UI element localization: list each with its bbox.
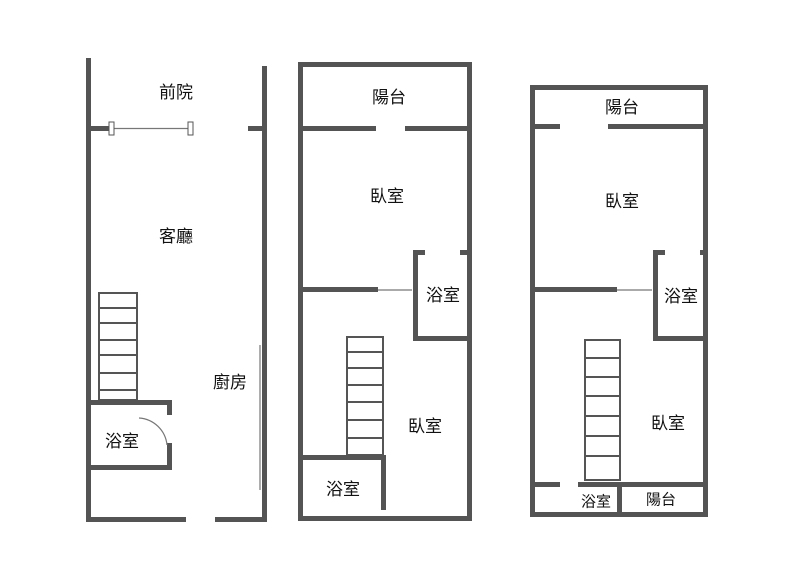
room-label-front-yard: 前院 (159, 83, 193, 103)
room-label-bathroom-mid: 浴室 (664, 287, 698, 307)
wall (381, 455, 386, 510)
wall (405, 126, 472, 131)
wall (653, 336, 708, 341)
wall (215, 517, 267, 522)
outer-wall (298, 62, 472, 521)
wall (413, 336, 472, 341)
wall (413, 250, 418, 341)
wall (298, 126, 376, 131)
room-label-balcony-front: 陽台 (605, 98, 639, 118)
room-label-bedroom-front: 臥室 (370, 187, 404, 207)
wall (167, 443, 172, 470)
wall (86, 126, 110, 131)
wall (460, 250, 472, 255)
wall (248, 126, 267, 131)
wall (653, 250, 665, 255)
wall (86, 465, 172, 470)
wall (413, 250, 425, 255)
room-label-bathroom-back: 浴室 (326, 480, 360, 500)
room-label-bedroom-back: 臥室 (651, 414, 685, 434)
staircase (98, 292, 138, 401)
room-label-bathroom: 浴室 (105, 432, 139, 452)
floor-plan-1: 前院 客廳 廚房 浴室 (86, 58, 267, 522)
wall (262, 66, 267, 522)
wall (617, 482, 622, 517)
wall (303, 287, 378, 292)
wall (535, 482, 560, 487)
door-swing (138, 417, 168, 446)
staircase (584, 339, 621, 481)
staircase (346, 336, 384, 456)
window-frame (108, 121, 115, 136)
wall (700, 250, 708, 255)
wall (653, 250, 658, 341)
wall (578, 482, 708, 487)
room-label-living-room: 客廳 (159, 227, 193, 247)
wall (530, 124, 560, 129)
wall (298, 455, 386, 460)
room-label-bathroom-back: 浴室 (581, 493, 611, 511)
wall (86, 58, 91, 522)
wall (86, 400, 172, 405)
wall (608, 124, 708, 129)
room-label-bedroom-back: 臥室 (408, 417, 442, 437)
room-label-balcony: 陽台 (372, 88, 406, 108)
floor-plan-2: 陽台 臥室 浴室 臥室 浴室 (298, 62, 472, 521)
room-label-bedroom-front: 臥室 (605, 192, 639, 212)
room-label-bathroom-mid: 浴室 (426, 286, 460, 306)
window-frame (187, 121, 194, 136)
room-label-kitchen: 廚房 (213, 372, 247, 393)
floor-plan-3: 陽台 臥室 浴室 臥室 浴室 陽台 (530, 85, 708, 517)
room-label-balcony-back: 陽台 (646, 491, 676, 509)
wall (535, 287, 617, 292)
wall (167, 400, 172, 415)
wall (86, 517, 186, 522)
